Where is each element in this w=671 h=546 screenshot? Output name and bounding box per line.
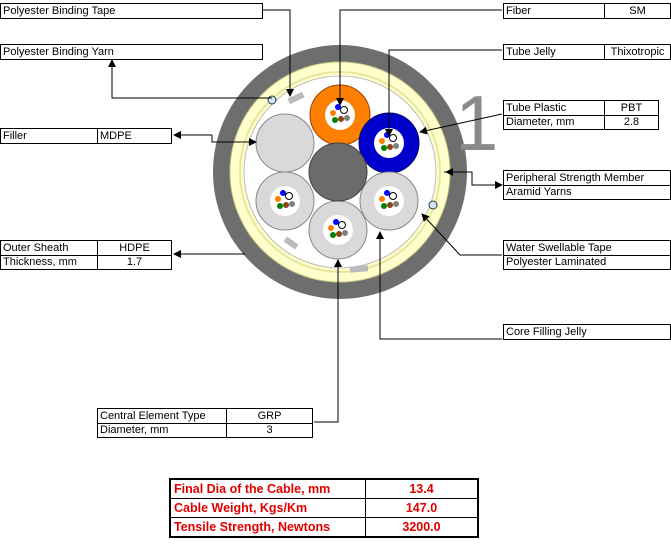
leader-lines bbox=[108, 9, 503, 423]
tube-diameter-row: Diameter, mm 2.8 bbox=[504, 115, 658, 129]
leader-filler bbox=[211, 135, 257, 146]
strength-member-line1: Peripheral Strength Member bbox=[506, 172, 645, 184]
fiber-group-grey-bottom bbox=[328, 219, 348, 238]
cable-summary-table: Final Dia of the Cable, mm 13.4 Cable We… bbox=[169, 478, 479, 538]
fiber-label: Fiber bbox=[506, 5, 532, 17]
swellable-tape-row-1: Water Swellable Tape bbox=[504, 241, 670, 256]
tube-jelly-orange bbox=[325, 100, 355, 130]
label-strength-member: Peripheral Strength Member Aramid Yarns bbox=[503, 170, 671, 200]
binding-tape-mark bbox=[287, 91, 305, 105]
leader-tube-jelly bbox=[385, 49, 502, 137]
swellable-tape-line2: Polyester Laminated bbox=[506, 256, 607, 268]
label-filler: Filler MDPE bbox=[0, 128, 172, 144]
central-element-row: Central Element Type GRP bbox=[98, 409, 312, 424]
tube-diameter-label: Diameter, mm bbox=[506, 116, 575, 128]
tube-jelly-grey-right bbox=[374, 186, 404, 216]
fiber-value: SM bbox=[604, 4, 670, 18]
tube-jelly-value: Thixotropic bbox=[604, 45, 670, 59]
summary-tensile-value: 3200.0 bbox=[402, 520, 441, 534]
label-tube-plastic: Tube Plastic PBT Diameter, mm 2.8 bbox=[503, 100, 659, 130]
outer-sheath-thickness-row: Thickness, mm 1.7 bbox=[1, 255, 171, 269]
leader-binding-yarn bbox=[108, 59, 272, 99]
rip-cord-marker-2 bbox=[428, 200, 438, 210]
tube-diameter-value: 2.8 bbox=[604, 115, 658, 129]
central-diameter-row: Diameter, mm 3 bbox=[98, 423, 312, 437]
label-binding-yarn: Polyester Binding Yarn bbox=[0, 44, 263, 60]
tube-plastic-row: Tube Plastic PBT bbox=[504, 101, 658, 116]
swellable-tape-line1: Water Swellable Tape bbox=[506, 242, 612, 254]
binding-tape-text: Polyester Binding Tape bbox=[3, 5, 116, 17]
label-central-element: Central Element Type GRP Diameter, mm 3 bbox=[97, 408, 313, 438]
thickness-value: 1.7 bbox=[97, 255, 171, 269]
filler-label: Filler bbox=[3, 130, 27, 142]
summary-weight-label: Cable Weight, Kgs/Km bbox=[171, 499, 366, 517]
summary-diameter-value: 13.4 bbox=[409, 482, 434, 496]
summary-diameter-label: Final Dia of the Cable, mm bbox=[171, 480, 366, 498]
leader-fiber bbox=[336, 9, 502, 106]
tube-jelly-label: Tube Jelly bbox=[506, 46, 556, 58]
swellable-tape-row-2: Polyester Laminated bbox=[504, 255, 670, 269]
core-filling-text: Core Filling Jelly bbox=[506, 326, 587, 338]
label-swellable-tape: Water Swellable Tape Polyester Laminated bbox=[503, 240, 671, 270]
central-element-label: Central Element Type bbox=[100, 410, 206, 422]
leader-swellable-tape bbox=[421, 213, 502, 256]
binding-yarn-text: Polyester Binding Yarn bbox=[3, 46, 114, 58]
central-element-value: GRP bbox=[226, 409, 312, 423]
label-outer-sheath: Outer Sheath HDPE Thickness, mm 1.7 bbox=[0, 240, 172, 270]
tube-jelly-blue bbox=[374, 128, 404, 158]
tube-jelly-grey-bottom bbox=[323, 215, 353, 245]
summary-row-tensile: Tensile Strength, Newtons 3200.0 bbox=[171, 518, 477, 536]
label-binding-tape: Polyester Binding Tape bbox=[0, 3, 263, 19]
rip-cord-marker bbox=[267, 95, 277, 105]
label-core-filling: Core Filling Jelly bbox=[503, 324, 671, 340]
label-fiber: Fiber SM bbox=[503, 3, 671, 19]
strength-member-line2: Aramid Yarns bbox=[506, 186, 572, 198]
filler-value: MDPE bbox=[97, 129, 171, 143]
outer-sheath-label: Outer Sheath bbox=[3, 242, 69, 254]
strength-member-row-2: Aramid Yarns bbox=[504, 185, 670, 199]
leader-binding-tape bbox=[262, 9, 294, 97]
leader-central-element bbox=[314, 259, 342, 423]
fiber-group-grey-left bbox=[275, 190, 295, 209]
outer-sheath-value: HDPE bbox=[97, 241, 171, 255]
fiber-group-orange bbox=[330, 104, 350, 123]
binding-tape-mark-3 bbox=[349, 265, 369, 273]
summary-weight-value: 147.0 bbox=[405, 501, 438, 515]
fiber-group-grey-right bbox=[379, 190, 399, 209]
central-diameter-value: 3 bbox=[226, 423, 312, 437]
tube-plastic-label: Tube Plastic bbox=[506, 102, 567, 114]
outer-sheath-row: Outer Sheath HDPE bbox=[1, 241, 171, 256]
strength-member-row-1: Peripheral Strength Member bbox=[504, 171, 670, 186]
summary-row-diameter: Final Dia of the Cable, mm 13.4 bbox=[171, 480, 477, 499]
filler-element bbox=[255, 113, 315, 173]
leader-core-filling bbox=[376, 231, 502, 340]
summary-row-weight: Cable Weight, Kgs/Km 147.0 bbox=[171, 499, 477, 518]
tube-plastic-value: PBT bbox=[604, 101, 658, 115]
tube-jelly-grey-left bbox=[270, 186, 300, 216]
thickness-label: Thickness, mm bbox=[3, 256, 77, 268]
summary-tensile-label: Tensile Strength, Newtons bbox=[171, 518, 366, 536]
central-diameter-label: Diameter, mm bbox=[100, 424, 169, 436]
label-tube-jelly: Tube Jelly Thixotropic bbox=[503, 44, 671, 60]
leader-tube-plastic bbox=[419, 113, 503, 135]
binding-tape-mark-2 bbox=[283, 236, 299, 250]
central-strength-element bbox=[308, 142, 368, 202]
